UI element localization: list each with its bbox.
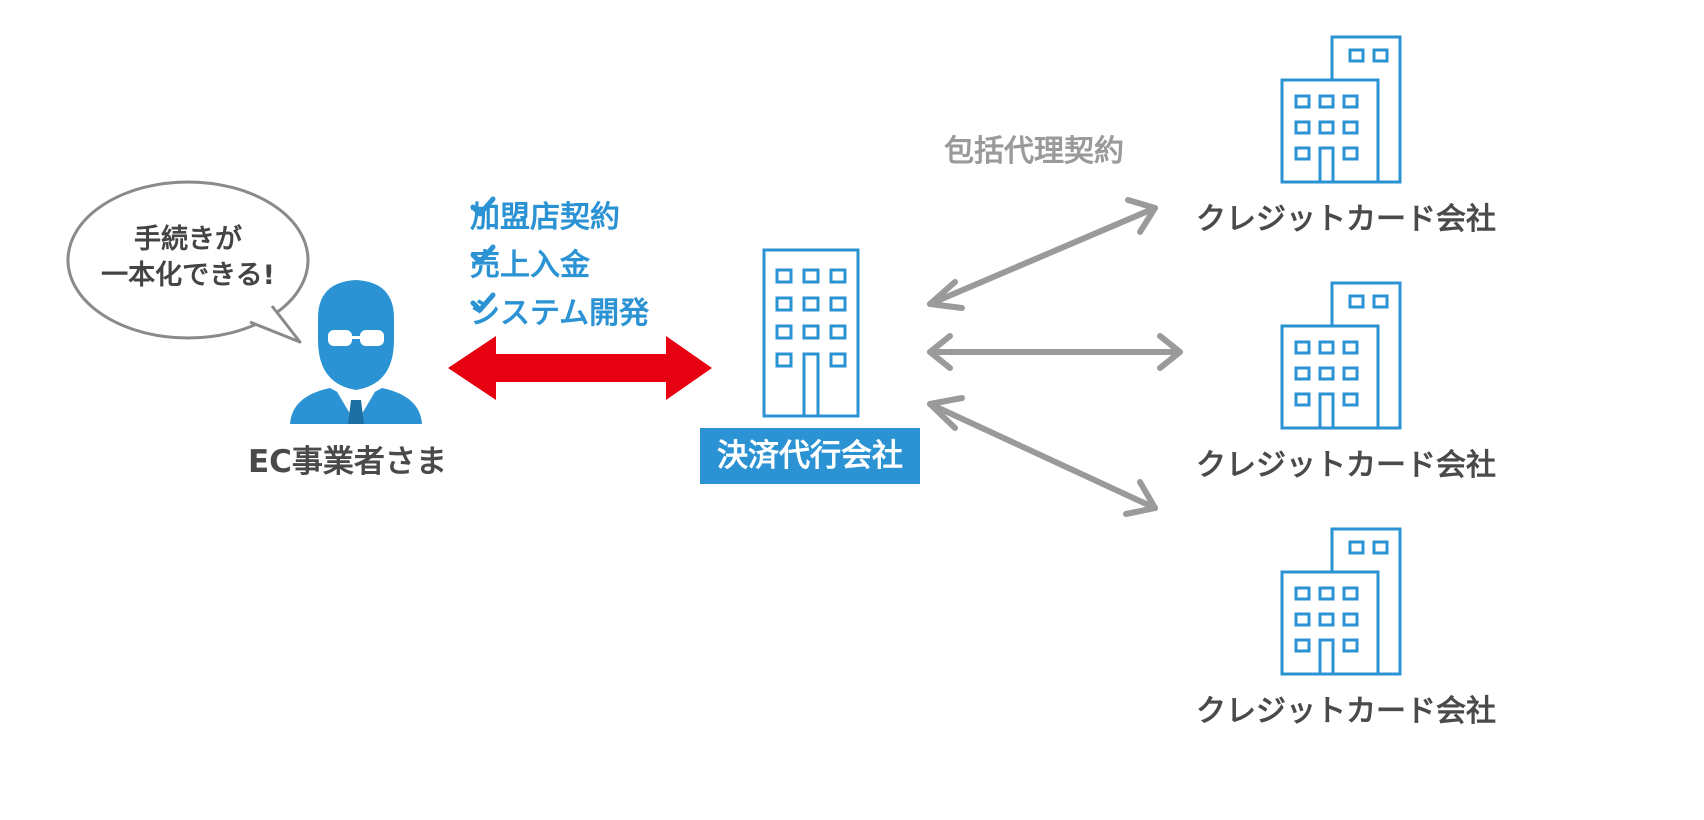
speech-bubble-text: 手続きが 一本化できる! (88, 222, 288, 294)
card-company-label-2: クレジットカード会社 (1196, 448, 1496, 483)
service-item-sales-deposit: 売上入金 (470, 244, 590, 288)
service-label: 加盟店契約 (470, 200, 620, 235)
speech-bubble-line-2: 一本化できる! (101, 260, 275, 291)
grey-arrows (927, 197, 1183, 517)
card-company-label-3: クレジットカード会社 (1196, 694, 1496, 729)
office-building-icon (762, 248, 860, 418)
card-company-building-icon-2 (1280, 281, 1402, 430)
service-item-system-development: システム開発 (470, 292, 649, 336)
contract-label: 包括代理契約 (944, 134, 1124, 169)
card-company-building-icon-3 (1280, 527, 1402, 676)
businessman-icon (290, 280, 422, 424)
card-company-building-icon-1 (1280, 35, 1402, 184)
arrow-to-card-company-3 (927, 401, 1158, 511)
speech-bubble-line-1: 手続きが (134, 224, 242, 255)
check-icon (470, 196, 496, 217)
check-icon (470, 292, 496, 313)
card-company-label-1: クレジットカード会社 (1196, 202, 1496, 237)
merchant-label: EC事業者さま (248, 444, 447, 480)
agent-label: 決済代行会社 (700, 428, 920, 484)
check-icon (470, 244, 496, 265)
speech-bubble (66, 180, 310, 344)
red-double-arrow[interactable] (448, 336, 712, 400)
arrow-to-card-company-1 (927, 205, 1158, 307)
service-label: システム開発 (470, 296, 650, 331)
service-item-merchant-contract: 加盟店契約 (470, 196, 620, 240)
